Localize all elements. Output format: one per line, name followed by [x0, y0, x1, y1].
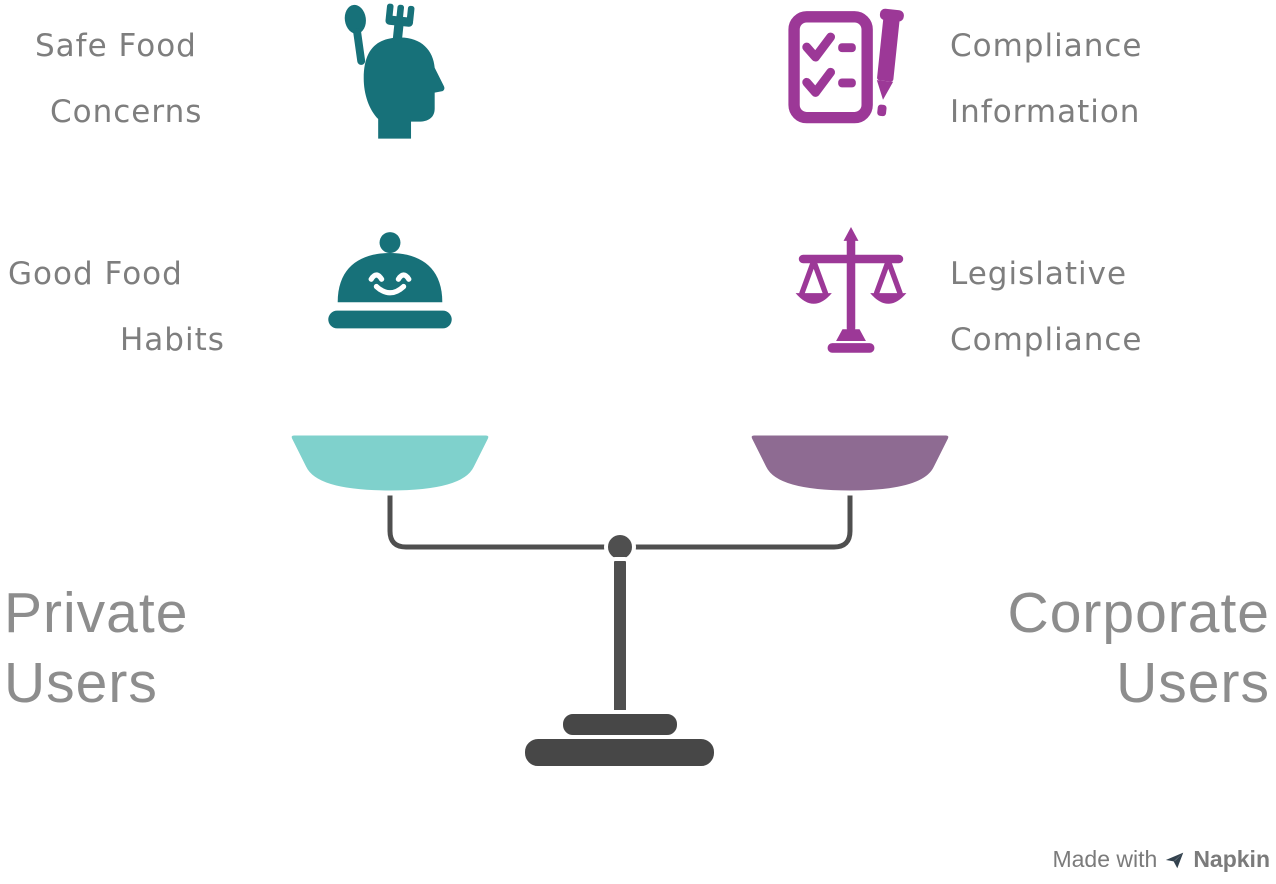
corporate-users-label: Corporate Users: [1008, 578, 1270, 718]
napkin-logo-icon: [1164, 849, 1186, 871]
base-neck: [559, 710, 681, 739]
pivot-joint: [604, 531, 636, 563]
good-food-label-line2: Habits: [120, 322, 225, 358]
private-users-line1: Private: [4, 581, 189, 645]
corporate-users-line1: Corporate: [1007, 581, 1270, 645]
compliance-info-label-line2: Information: [950, 94, 1141, 130]
cloche-icon: [322, 230, 458, 342]
legislative-label-line1: Legislative: [950, 256, 1128, 292]
legislative-label-line2: Compliance: [950, 322, 1143, 358]
justice-scale-icon: [792, 227, 910, 357]
made-with-napkin-watermark[interactable]: Made with Napkin: [1052, 846, 1270, 873]
left-pan: [286, 430, 494, 496]
watermark-brand: Napkin: [1193, 846, 1270, 872]
left-hanger-rod: [387, 486, 613, 550]
head-food-icon: [324, 2, 456, 140]
safe-food-label-line2: Concerns: [50, 94, 203, 130]
watermark-prefix: Made with: [1052, 846, 1158, 872]
good-food-label-line1: Good Food: [8, 256, 183, 292]
corporate-users-line2: Users: [1116, 651, 1270, 715]
base-foot: [521, 735, 718, 770]
stand-pole: [610, 557, 630, 721]
private-users-label: Private Users: [4, 578, 188, 718]
balance-scale-graphic: [286, 430, 954, 770]
right-hanger-rod: [627, 486, 853, 550]
compliance-info-label-line1: Compliance: [950, 28, 1143, 64]
right-pan: [746, 430, 954, 496]
safe-food-label-line1: Safe Food: [35, 28, 197, 64]
private-users-line2: Users: [4, 651, 158, 715]
checklist-pen-icon: [783, 8, 911, 134]
